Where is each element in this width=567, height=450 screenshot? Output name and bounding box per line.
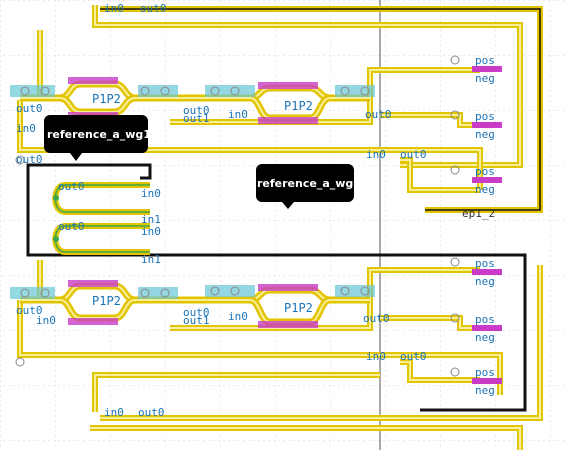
pad-pos-label: pos	[475, 54, 495, 67]
port-label: out0	[58, 180, 85, 193]
loop-2	[52, 223, 150, 255]
pad-neg-label: neg	[475, 183, 495, 196]
port-label: out0	[365, 108, 392, 121]
port-label: out0	[363, 312, 390, 325]
pad-group-a3[interactable]: pos neg	[472, 165, 502, 196]
port-label: out0	[400, 148, 427, 161]
via-markers-b	[15, 257, 460, 377]
port-label: out0	[400, 350, 427, 363]
port-label: in1	[141, 253, 161, 266]
tooltip-text: reference_a_wg2	[257, 177, 361, 190]
tooltip-wg2: reference_a_wg2	[256, 164, 361, 209]
port-label: out0	[140, 2, 167, 15]
tooltip-text: reference_a_wg1	[47, 128, 151, 141]
port-label: in0	[16, 122, 36, 135]
loop-1	[52, 182, 150, 215]
module-a[interactable]: P1P2 P1P2 p	[10, 2, 543, 220]
port-label: in0	[366, 350, 386, 363]
module-b[interactable]: P1P2 P1P2 pos n	[10, 257, 543, 450]
ep-label: ep1_2	[462, 207, 495, 220]
port-label: out0	[138, 406, 165, 419]
mmi-label: P1P2	[92, 294, 121, 308]
pad-group-a1[interactable]: pos neg	[472, 54, 502, 85]
pad-neg-label: neg	[475, 331, 495, 344]
port-label: in0	[104, 2, 124, 15]
port-label: out0	[16, 102, 43, 115]
pad-group-b1[interactable]: pos neg	[472, 257, 502, 288]
pad-group-b2[interactable]: pos neg	[472, 313, 502, 344]
mmi-b1[interactable]: P1P2	[20, 280, 175, 325]
pad-group-b3[interactable]: pos neg	[472, 366, 502, 397]
pad-pos-label: pos	[475, 257, 495, 270]
port-label: in0	[228, 310, 248, 323]
mmi-a1[interactable]: P1P2	[20, 77, 175, 119]
port-label: in0	[141, 187, 161, 200]
port-label: in0	[141, 225, 161, 238]
port-label: out0	[183, 104, 210, 117]
port-label: out0	[16, 304, 43, 317]
port-label: in1	[141, 213, 161, 226]
port-label: out0	[58, 220, 85, 233]
port-label: in0	[36, 314, 56, 327]
pad-neg-label: neg	[475, 128, 495, 141]
mmi-b2[interactable]: P1P2	[175, 284, 370, 328]
port-label: in0	[228, 108, 248, 121]
port-label: in0	[366, 148, 386, 161]
pad-pos-label: pos	[475, 165, 495, 178]
pad-pos-label: pos	[475, 110, 495, 123]
pad-pos-label: pos	[475, 366, 495, 379]
mmi-label: P1P2	[284, 99, 313, 113]
port-label: out0	[16, 153, 43, 166]
pad-group-a2[interactable]: pos neg	[472, 110, 502, 141]
pad-neg-label: neg	[475, 72, 495, 85]
mmi-label: P1P2	[92, 92, 121, 106]
mmi-label: P1P2	[284, 301, 313, 315]
port-label: out1	[183, 112, 210, 125]
pad-neg-label: neg	[475, 275, 495, 288]
port-label: out0	[183, 306, 210, 319]
tooltip-wg1: reference_a_wg1	[44, 115, 151, 161]
loopback-section[interactable]: out0 in0 in1 out0 in0 in1	[26, 163, 527, 412]
pad-pos-label: pos	[475, 313, 495, 326]
mmi-a2[interactable]: P1P2	[175, 82, 370, 124]
pad-neg-label: neg	[475, 384, 495, 397]
port-label: out1	[183, 314, 210, 327]
via-markers-a	[15, 55, 460, 175]
port-label: in0	[104, 406, 124, 419]
